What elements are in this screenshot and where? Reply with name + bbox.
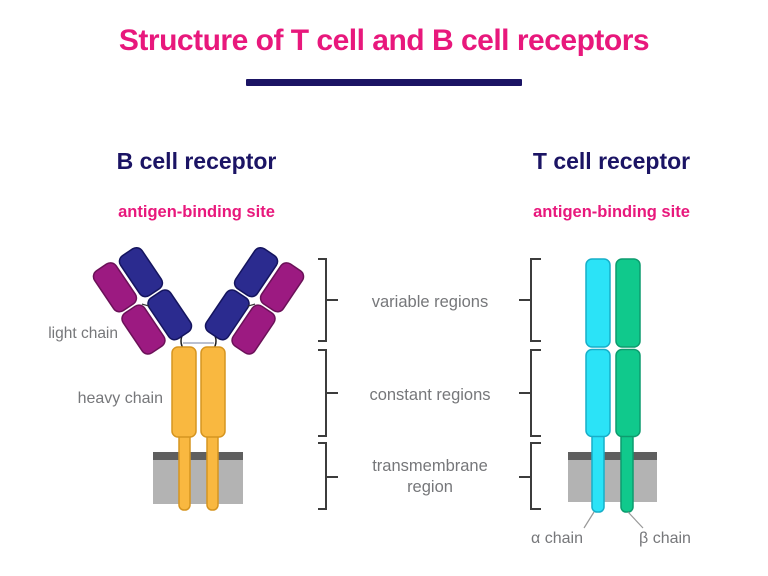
constant-regions-label: constant regions [369, 386, 491, 404]
beta-chain-shape [615, 258, 641, 438]
b-cell-heavy-chain-constant [171, 346, 226, 438]
b-cell-antigen-binding-site-label: antigen-binding site [118, 203, 275, 221]
b-cell-receptor-heading: B cell receptor [116, 148, 277, 174]
b-cell-receptor-diagram [92, 246, 305, 511]
heavy-chain-left-arm-shape [118, 246, 193, 341]
heavy-chain-right-arm-shape [204, 246, 279, 341]
light-chain-label: light chain [48, 325, 118, 342]
t-cell-membrane [568, 452, 657, 502]
heavy-chain-label: heavy chain [77, 390, 163, 407]
page-title: Structure of T cell and B cell receptors [118, 24, 650, 57]
transmembrane-region-bracket-right [519, 442, 541, 510]
alpha-chain-label: α chain [531, 530, 583, 547]
t-cell-chain-stalks [591, 429, 634, 513]
interchain-bond-left [141, 303, 150, 307]
variable-region-bracket-right [519, 258, 541, 342]
constant-region-bracket-left [318, 349, 338, 437]
transmembrane-region-label: transmembrane region [372, 457, 488, 497]
interchain-bond-right [247, 303, 256, 307]
constant-region-bracket-right [519, 349, 541, 437]
variable-regions-label: variable regions [371, 293, 489, 311]
transmembrane-region-bracket-left [318, 442, 338, 510]
t-cell-receptor-diagram [568, 258, 657, 529]
t-cell-antigen-binding-site-label: antigen-binding site [533, 203, 690, 221]
variable-region-bracket-left [318, 258, 338, 342]
t-cell-region-brackets [519, 258, 541, 510]
b-cell-left-arm [92, 246, 193, 355]
b-cell-heavy-chain-stalks [178, 429, 219, 511]
t-cell-receptor-heading: T cell receptor [532, 148, 691, 174]
beta-chain-pointer-line [627, 511, 644, 529]
alpha-chain-shape [585, 258, 611, 438]
b-cell-membrane [153, 452, 243, 504]
light-chain-right-shape [231, 262, 305, 355]
beta-chain-label: β chain [639, 530, 691, 547]
title-underline [246, 79, 522, 86]
b-cell-region-brackets [318, 258, 338, 510]
alpha-chain-pointer-line [583, 511, 595, 529]
b-cell-right-arm [204, 246, 305, 355]
light-chain-left-shape [92, 262, 166, 355]
